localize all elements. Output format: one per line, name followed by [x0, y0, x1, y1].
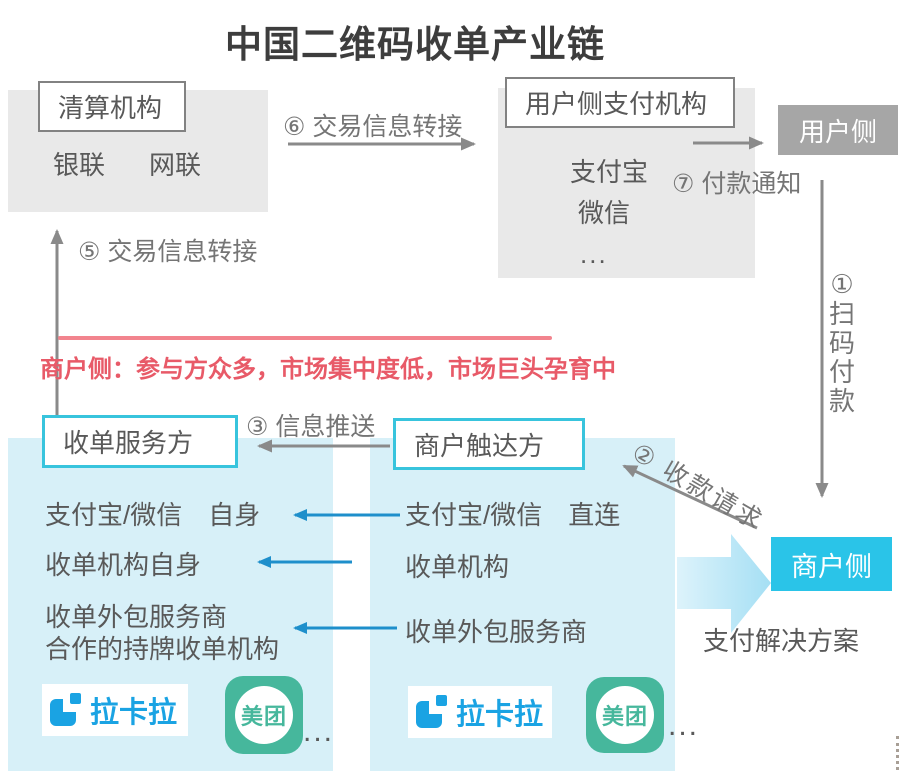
member-ellipsis: ... [580, 239, 608, 269]
reach-row-2: 收单机构 [405, 552, 510, 582]
more-logos-ellipsis-left: ... [303, 715, 335, 748]
solution-label: 支付解决方案 [703, 626, 860, 656]
merchant-side-label: 商户侧 [791, 551, 872, 582]
lakala-logo-text: 拉卡拉 [90, 697, 178, 729]
member-wechat: 微信 [578, 198, 631, 228]
flow-1-text: 扫码付款 [828, 299, 855, 416]
meituan-logo-right: 美团 [586, 677, 664, 753]
lakala-icon [50, 693, 82, 727]
merchant-side-box: 商户侧 [771, 537, 892, 591]
user-side-box: 用户侧 [778, 105, 898, 155]
clearing-member-unionpay: 银联 [53, 150, 106, 180]
clearing-label: 清算机构 [58, 93, 163, 123]
acquirer-row-3: 收单外包服务商 合作的持牌收单机构 [45, 602, 280, 664]
lakala-icon [416, 695, 448, 729]
reach-label-box: 商户触达方 [393, 418, 585, 470]
meituan-logo-left: 美团 [225, 676, 303, 754]
flow-3-label: ③ 信息推送 [246, 413, 376, 441]
acquirer-label-box: 收单服务方 [42, 415, 238, 468]
reach-row-3: 收单外包服务商 [405, 617, 588, 647]
lakala-logo-right: 拉卡拉 [408, 686, 552, 738]
user-payment-label-box: 用户侧支付机构 [505, 77, 735, 128]
reach-label: 商户触达方 [414, 430, 545, 461]
meituan-icon: 美团 [596, 686, 654, 744]
page-title: 中国二维码收单产业链 [225, 24, 605, 65]
clearing-members: 银联 网联 [53, 145, 201, 182]
meituan-logo-text: 美团 [601, 704, 648, 729]
acquirer-label: 收单服务方 [63, 428, 194, 458]
clearing-label-box: 清算机构 [38, 81, 186, 132]
meituan-icon: 美团 [235, 686, 293, 744]
flow-1-label: ① 扫码付款 [828, 268, 856, 416]
page-edge-marks [893, 736, 899, 770]
lakala-logo-left: 拉卡拉 [42, 684, 188, 736]
user-payment-members: 支付宝 微信 ... [570, 152, 648, 275]
user-payment-label: 用户侧支付机构 [525, 89, 708, 119]
banner-divider-line [58, 336, 552, 340]
flow-7-label: ⑦ 付款通知 [672, 170, 802, 198]
lakala-logo-text: 拉卡拉 [456, 699, 544, 731]
banner-text: 商户侧：参与方众多，市场集中度低，市场巨头孕育中 [40, 356, 616, 383]
flow-5-label: ⑤ 交易信息转接 [78, 238, 258, 266]
flow-1-number: ① [830, 269, 854, 299]
flow-6-label: ⑥ 交易信息转接 [283, 113, 463, 141]
user-side-label: 用户侧 [798, 116, 877, 147]
acquirer-row-1: 支付宝/微信 自身 [45, 500, 261, 530]
reach-row-1: 支付宝/微信 直连 [405, 500, 621, 530]
solution-fat-arrow [677, 534, 771, 633]
meituan-logo-text: 美团 [240, 704, 287, 729]
clearing-member-netsunion: 网联 [149, 150, 202, 180]
more-logos-ellipsis-right: ... [668, 709, 700, 742]
member-alipay: 支付宝 [570, 157, 649, 187]
acquirer-row-2: 收单机构自身 [45, 550, 202, 580]
